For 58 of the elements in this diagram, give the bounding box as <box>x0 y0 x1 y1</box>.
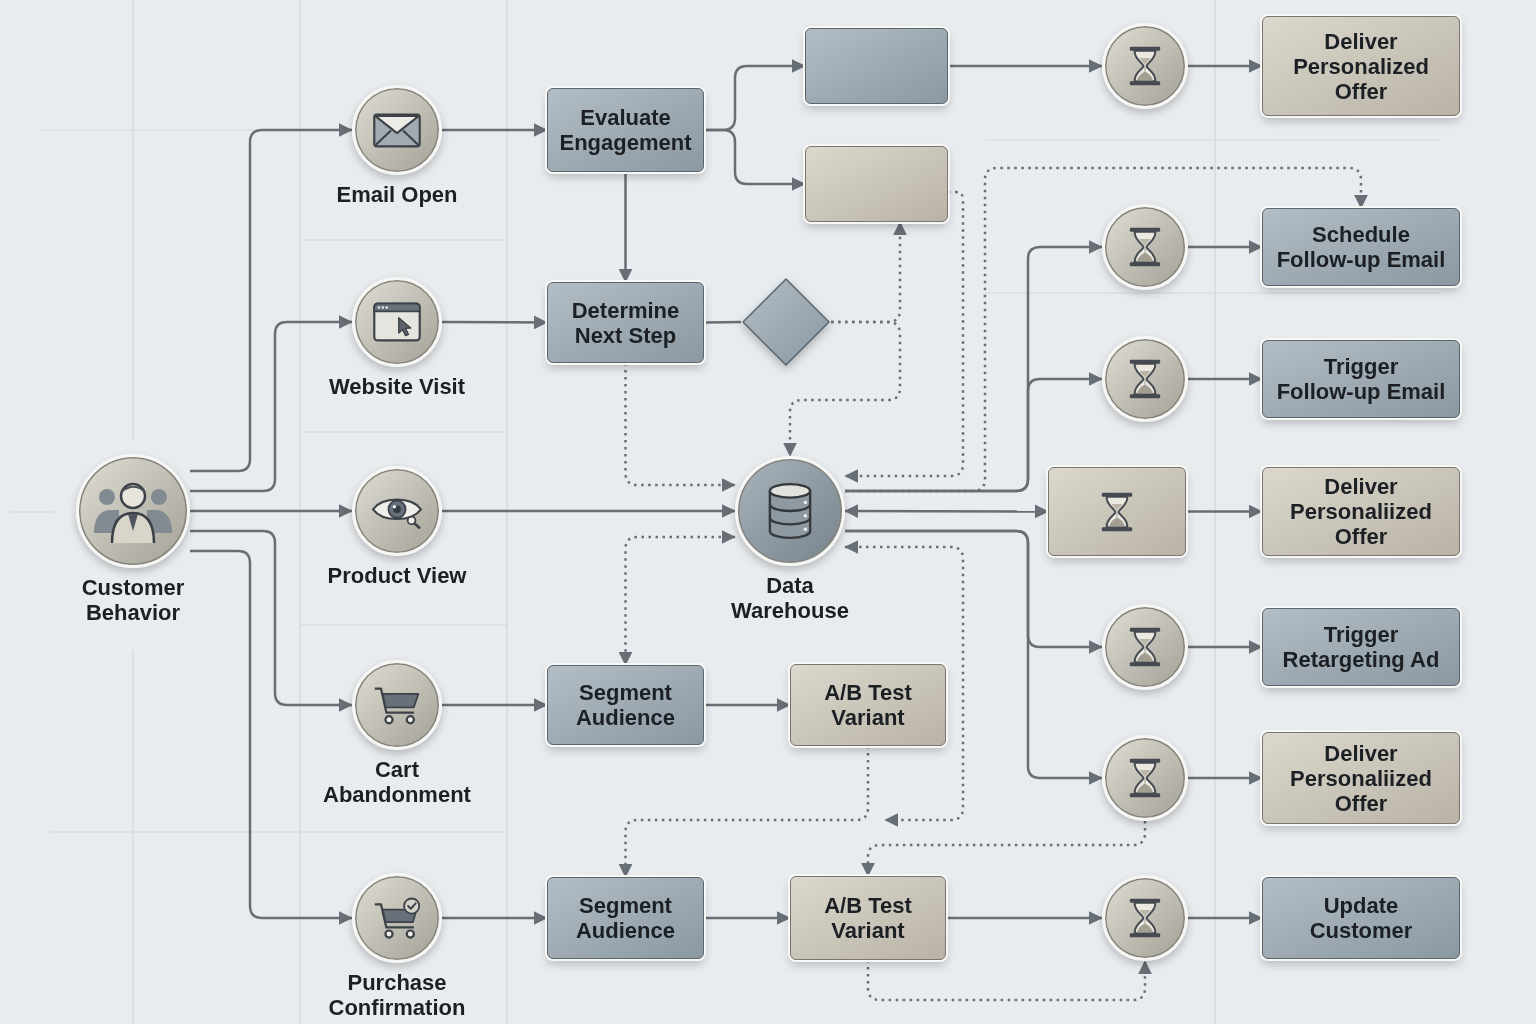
dashed-arrow <box>861 821 1147 877</box>
arrow <box>1186 504 1263 519</box>
arrow <box>190 315 353 493</box>
node-label: Cart Abandonment <box>322 757 472 807</box>
arrow <box>618 172 633 283</box>
dashed-arrow <box>624 363 736 492</box>
arrow <box>704 911 791 925</box>
arrow <box>190 549 353 925</box>
node-label: Website Visit <box>328 374 466 399</box>
arrow <box>946 911 1103 925</box>
arrow <box>1188 640 1263 654</box>
arrow <box>844 504 1049 519</box>
connector-line <box>704 320 741 324</box>
process-box: Segment Audience <box>547 877 704 959</box>
arrow <box>442 315 548 330</box>
empty-box <box>805 146 948 222</box>
process-box: Trigger Retargeting Ad <box>1262 608 1460 686</box>
process-box: Deliver Personaliized Offer <box>1262 467 1460 556</box>
arrow <box>442 504 736 518</box>
arrow <box>948 59 1103 73</box>
arrow <box>1188 372 1263 386</box>
arrow <box>1188 771 1263 785</box>
arrow <box>1188 240 1263 254</box>
process-box: A/B Test Variant <box>790 876 946 960</box>
arrow <box>190 123 353 473</box>
process-box: Update Customer <box>1262 877 1460 959</box>
dashed-arrow <box>618 530 736 666</box>
process-box: Evaluate Engagement <box>547 88 704 172</box>
dashed-arrow <box>618 746 870 878</box>
process-box: Segment Audience <box>547 665 704 745</box>
process-box: Schedule Follow-up Email <box>1262 208 1460 286</box>
process-box: Deliver Personaliized Offer <box>1262 732 1460 824</box>
timer-box <box>1048 467 1186 556</box>
dashed-arrow <box>866 960 1152 1002</box>
dashed-arrow <box>783 320 902 457</box>
arrow <box>704 698 791 712</box>
node-label: Customer Behavior <box>80 575 186 625</box>
arrow <box>442 698 548 712</box>
arrow <box>1188 911 1263 925</box>
arrow <box>442 123 548 137</box>
process-box: A/B Test Variant <box>790 664 946 746</box>
arrow <box>845 372 1103 493</box>
process-box: Determine Next Step <box>547 282 704 363</box>
node-label: Email Open <box>336 182 458 207</box>
arrow <box>1188 59 1263 73</box>
arrow <box>190 504 353 518</box>
arrow <box>845 529 1103 785</box>
arrow <box>442 911 548 925</box>
node-label: Product View <box>327 563 467 588</box>
arrow <box>704 128 806 191</box>
process-box: Deliver Personalized Offer <box>1262 16 1460 116</box>
empty-box <box>805 28 948 104</box>
dashed-arrow <box>844 540 965 827</box>
process-box: Trigger Follow-up Email <box>1262 340 1460 418</box>
decision-diamond <box>741 277 831 367</box>
node-label: Data Warehouse <box>730 573 850 623</box>
node-label: Purchase Confirmation <box>327 970 467 1020</box>
arrow <box>190 529 353 712</box>
